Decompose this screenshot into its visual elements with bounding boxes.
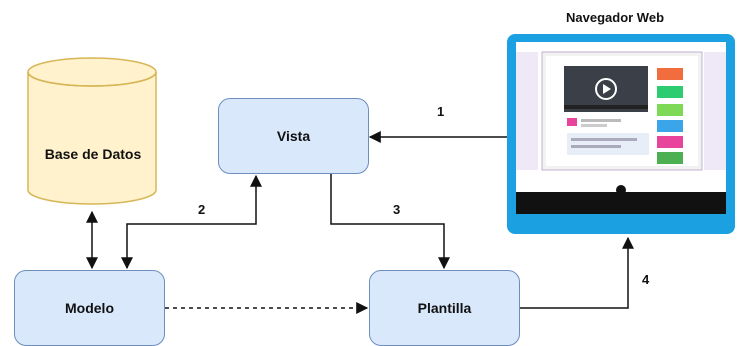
arrow-step4 bbox=[520, 236, 634, 309]
database-cylinder bbox=[27, 57, 157, 205]
view-node: Vista bbox=[218, 98, 369, 174]
step3-label: 3 bbox=[393, 202, 401, 217]
browser-label: Navegador Web bbox=[566, 10, 665, 25]
arrow-step2 bbox=[121, 174, 262, 270]
browser-monitor-icon bbox=[507, 34, 735, 234]
template-node: Plantilla bbox=[369, 270, 520, 346]
step2-label: 2 bbox=[198, 202, 206, 217]
step4-label: 4 bbox=[642, 272, 650, 287]
arrow-step3 bbox=[330, 174, 450, 270]
step1-label: 1 bbox=[437, 104, 445, 119]
model-node: Modelo bbox=[14, 270, 165, 346]
database-label: Base de Datos bbox=[44, 146, 142, 162]
